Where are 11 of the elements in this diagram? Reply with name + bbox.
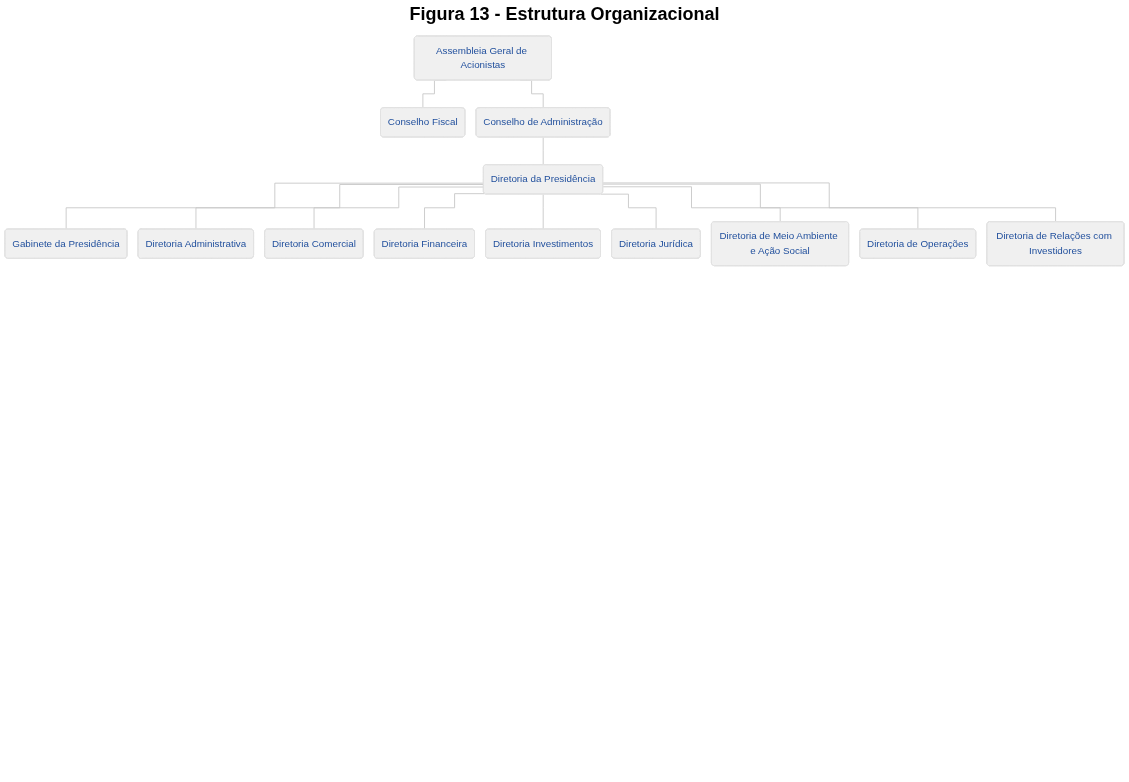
connector bbox=[424, 193, 486, 230]
connector bbox=[313, 186, 485, 230]
connector bbox=[542, 136, 544, 166]
connector bbox=[602, 183, 919, 230]
connector bbox=[195, 184, 485, 230]
connector bbox=[542, 193, 544, 230]
figure-title: Figura 13 - Estrutura Organizacional bbox=[408, 4, 721, 25]
connector bbox=[65, 182, 485, 230]
connector bbox=[602, 186, 781, 223]
connector bbox=[600, 193, 657, 230]
connector bbox=[602, 182, 1057, 223]
